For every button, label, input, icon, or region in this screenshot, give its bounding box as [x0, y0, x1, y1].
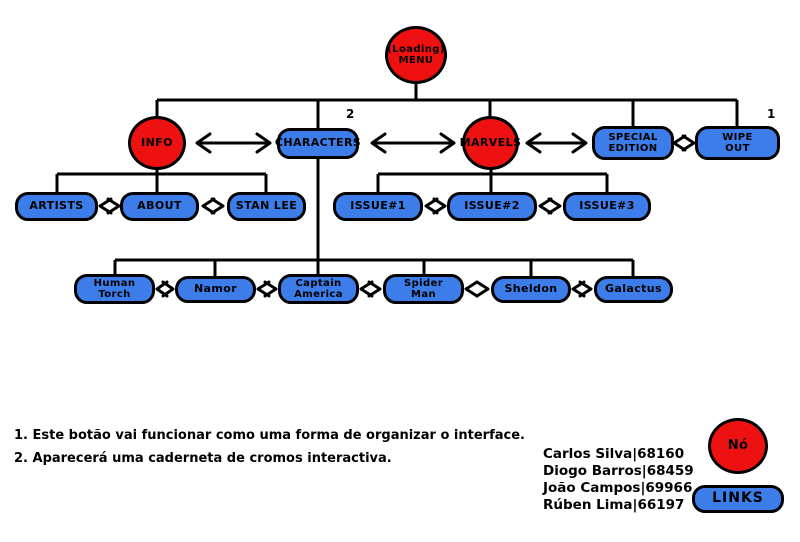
node-human-torch-label: Human Torch: [93, 277, 136, 300]
node-issue3-label: ISSUE#3: [579, 199, 635, 213]
node-galactus: Galactus: [594, 276, 673, 303]
tree-connectors: [55, 82, 739, 276]
credit-line: Rúben Lima|66197: [543, 497, 685, 513]
legend-node-label: Nó: [727, 437, 749, 453]
footnotes: 1. Este botão vai funcionar como uma for…: [14, 424, 525, 470]
legend-links-shape: LINKS: [692, 485, 784, 513]
node-sheldon: Sheldon: [491, 276, 571, 303]
arrow-info-characters: [195, 132, 272, 154]
arrow-special-edition-wipe-out: [672, 134, 696, 152]
node-issue3: ISSUE#3: [563, 192, 651, 221]
node-spider-man: Spider Man: [383, 274, 464, 304]
arrow-human-torch-namor: [155, 280, 175, 298]
node-issue2-label: ISSUE#2: [464, 199, 520, 213]
arrow-captain-america-spider-man: [359, 280, 382, 298]
arrow-namor-captain-america: [256, 280, 278, 298]
node-stan-lee: STAN LEE: [227, 192, 306, 221]
node-issue1: ISSUE#1: [333, 192, 423, 221]
node-namor-label: Namor: [193, 282, 238, 296]
node-artists-label: ARTISTS: [29, 199, 84, 213]
node-issue1-label: ISSUE#1: [350, 199, 406, 213]
credits: Carlos Silva|68160 Diogo Barros|68459 Jo…: [543, 446, 694, 514]
arrow-sheldon-galactus: [571, 280, 593, 298]
node-wipe-out: WIPE OUT: [695, 126, 780, 160]
arrow-artists-about: [98, 197, 121, 215]
footnote-2: 2. Aparecerá uma caderneta de cromos int…: [14, 451, 392, 466]
node-characters: CHARACTERS: [274, 128, 362, 159]
node-about-label: ABOUT: [137, 199, 182, 213]
node-marvels-label: MARVELS: [459, 135, 522, 149]
node-artists: ARTISTS: [15, 192, 98, 221]
arrow-about-stan-lee: [201, 197, 225, 215]
legend-node-shape: Nó: [708, 418, 768, 474]
credit-line: Carlos Silva|68160: [543, 446, 685, 462]
characters-footnote-ref: 2: [346, 107, 355, 121]
node-info-label: INFO: [141, 135, 173, 149]
node-menu: (Loading) MENU: [385, 26, 447, 84]
node-captain-america: Captain America: [278, 274, 359, 304]
legend-links-label: LINKS: [712, 490, 764, 507]
arrow-marvels-special-edition: [525, 132, 588, 154]
node-menu-label: (Loading) MENU: [387, 43, 445, 66]
node-about: ABOUT: [120, 192, 199, 221]
arrow-spider-man-sheldon: [464, 280, 490, 298]
arrow-issue2-issue3: [538, 197, 562, 215]
footnote-1: 1. Este botão vai funcionar como uma for…: [14, 428, 525, 443]
node-captain-america-label: Captain America: [294, 277, 343, 300]
arrow-characters-marvels: [370, 132, 456, 154]
node-info: INFO: [128, 116, 186, 170]
node-marvels: MARVELS: [459, 116, 522, 170]
arrow-issue1-issue2: [424, 197, 447, 215]
node-namor: Namor: [175, 276, 256, 303]
node-special-edition: SPECIAL EDITION: [592, 126, 674, 160]
node-galactus-label: Galactus: [604, 282, 662, 296]
node-sheldon-label: Sheldon: [504, 282, 558, 296]
node-wipe-out-label: WIPE OUT: [722, 131, 753, 154]
credit-line: João Campos|69966: [543, 480, 693, 496]
node-human-torch: Human Torch: [74, 274, 155, 304]
node-spider-man-label: Spider Man: [403, 277, 444, 300]
node-special-edition-label: SPECIAL EDITION: [608, 131, 658, 154]
node-stan-lee-label: STAN LEE: [235, 199, 298, 213]
node-issue2: ISSUE#2: [447, 192, 537, 221]
credit-line: Diogo Barros|68459: [543, 463, 694, 479]
node-characters-label: CHARACTERS: [274, 136, 362, 150]
wipe-out-footnote-ref: 1: [767, 107, 776, 121]
